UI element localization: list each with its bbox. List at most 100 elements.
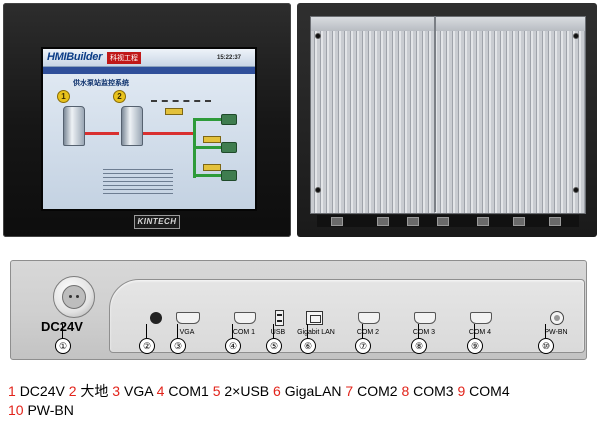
legend-num: 4 bbox=[156, 383, 165, 399]
rear-port bbox=[377, 217, 389, 226]
vga-port-icon bbox=[176, 312, 200, 324]
usb-port-icon bbox=[275, 310, 284, 326]
legend-item: 10 PW-BN bbox=[8, 402, 74, 418]
legend-text: 2×USB bbox=[224, 383, 270, 399]
callout-1: ① bbox=[55, 338, 71, 354]
leader-line-6 bbox=[307, 324, 308, 338]
leader-line-3 bbox=[177, 324, 178, 338]
legend-item: 1 DC24V bbox=[8, 383, 65, 399]
value-tag-3 bbox=[203, 164, 221, 171]
legend-num: 10 bbox=[8, 402, 24, 418]
power-connector-inner bbox=[62, 285, 86, 309]
callout-5: ⑤ bbox=[266, 338, 282, 354]
com4-port-icon bbox=[470, 312, 492, 324]
port-legend: 1 DC24V 2 大地 3 VGA 4 COM1 5 2×USB 6 Giga… bbox=[8, 382, 598, 420]
screw-hole-icon bbox=[315, 33, 321, 39]
screw-hole-icon bbox=[573, 33, 579, 39]
callout-7: ⑦ bbox=[355, 338, 371, 354]
power-pin bbox=[76, 295, 79, 298]
callout-8: ⑧ bbox=[411, 338, 427, 354]
lan-label: Gigabit LAN bbox=[297, 329, 335, 336]
power-pin bbox=[69, 295, 72, 298]
leader-line-4 bbox=[232, 324, 233, 338]
usb-slot bbox=[277, 314, 282, 316]
usb-slot bbox=[277, 320, 282, 322]
brand-logo: KINTECH bbox=[134, 215, 180, 229]
heatsink bbox=[310, 16, 586, 214]
pipe-red-2 bbox=[143, 132, 193, 135]
legend-num: 2 bbox=[68, 383, 77, 399]
vga-label: VGA bbox=[179, 329, 195, 336]
legend-item: 2 大地 bbox=[69, 383, 109, 399]
usb-label: USB bbox=[270, 329, 286, 336]
com3-label: COM 3 bbox=[412, 329, 436, 336]
hmi-header: HMIBuilder 科视工程 15:22:37 bbox=[43, 49, 255, 67]
callout-4: ④ bbox=[225, 338, 241, 354]
legend-num: 3 bbox=[112, 383, 121, 399]
hmi-logo: HMIBuilder bbox=[47, 51, 103, 63]
hmi-toolbar bbox=[43, 67, 255, 74]
legend-text: COM2 bbox=[357, 383, 398, 399]
rear-port bbox=[331, 217, 343, 226]
pump-3 bbox=[221, 170, 237, 181]
power-connector-icon bbox=[53, 276, 95, 318]
leader-line-2 bbox=[146, 324, 147, 338]
leader-line-8 bbox=[418, 324, 419, 338]
screw-hole-icon bbox=[315, 187, 321, 193]
callout-9: ⑨ bbox=[467, 338, 483, 354]
pwbn-label: PW-BN bbox=[544, 329, 568, 336]
callout-2: ② bbox=[139, 338, 155, 354]
pump-1 bbox=[221, 114, 237, 125]
legend-text: COM1 bbox=[168, 383, 209, 399]
com1-label: COM 1 bbox=[232, 329, 256, 336]
hmi-time: 15:22:37 bbox=[217, 55, 242, 61]
tank-1 bbox=[63, 106, 85, 146]
station-badge-2: 2 bbox=[113, 90, 126, 103]
legend-num: 8 bbox=[401, 383, 410, 399]
lan-jack-inner bbox=[310, 315, 321, 323]
legend-text: 大地 bbox=[80, 383, 109, 399]
com2-label: COM 2 bbox=[356, 329, 380, 336]
rear-panel-photo bbox=[297, 3, 597, 237]
legend-item: 7 COM2 bbox=[345, 383, 397, 399]
heatsink-top-plate bbox=[311, 17, 585, 31]
callout-6: ⑥ bbox=[300, 338, 316, 354]
rear-port-strip bbox=[317, 215, 579, 227]
rear-port bbox=[407, 217, 419, 226]
leader-line-5 bbox=[273, 324, 274, 338]
legend-text: PW-BN bbox=[27, 402, 74, 418]
pump-2 bbox=[221, 142, 237, 153]
rear-port bbox=[513, 217, 525, 226]
power-button-icon bbox=[550, 311, 564, 325]
legend-item: 5 2×USB bbox=[213, 383, 269, 399]
leader-line-9 bbox=[474, 324, 475, 338]
tank-2 bbox=[121, 106, 143, 146]
ground-terminal-icon bbox=[150, 312, 162, 324]
value-tag-2 bbox=[203, 136, 221, 143]
callout-3: ③ bbox=[170, 338, 186, 354]
callout-10: ⑩ bbox=[538, 338, 554, 354]
rear-port bbox=[437, 217, 449, 226]
hmi-subtitle: 科视工程 bbox=[107, 52, 141, 64]
legend-num: 6 bbox=[273, 383, 281, 399]
com3-port-icon bbox=[414, 312, 436, 324]
legend-num: 7 bbox=[345, 383, 354, 399]
com2-port-icon bbox=[358, 312, 380, 324]
pipe-green-4 bbox=[193, 174, 221, 177]
power-button-dot bbox=[554, 315, 560, 321]
legend-num: 5 bbox=[212, 383, 221, 399]
rear-port bbox=[477, 217, 489, 226]
legend-text: VGA bbox=[123, 383, 153, 399]
lan-port-icon bbox=[306, 311, 323, 325]
pipe-green-3 bbox=[193, 146, 221, 149]
legend-num: 9 bbox=[457, 383, 466, 399]
heatsink-divider bbox=[434, 16, 436, 212]
legend-item: 6 GigaLAN bbox=[273, 383, 342, 399]
com1-port-icon bbox=[234, 312, 256, 324]
pipe-red-1 bbox=[85, 132, 119, 135]
value-tag-1 bbox=[165, 108, 183, 115]
legend-text: DC24V bbox=[19, 383, 65, 399]
io-port-block: VGA COM 1 USB Gigabit LAN COM 2 COM 3 CO… bbox=[109, 279, 585, 353]
legend-num: 1 bbox=[8, 383, 16, 399]
hmi-screen: HMIBuilder 科视工程 15:22:37 供水泵站监控系统 1 2 bbox=[41, 47, 257, 211]
